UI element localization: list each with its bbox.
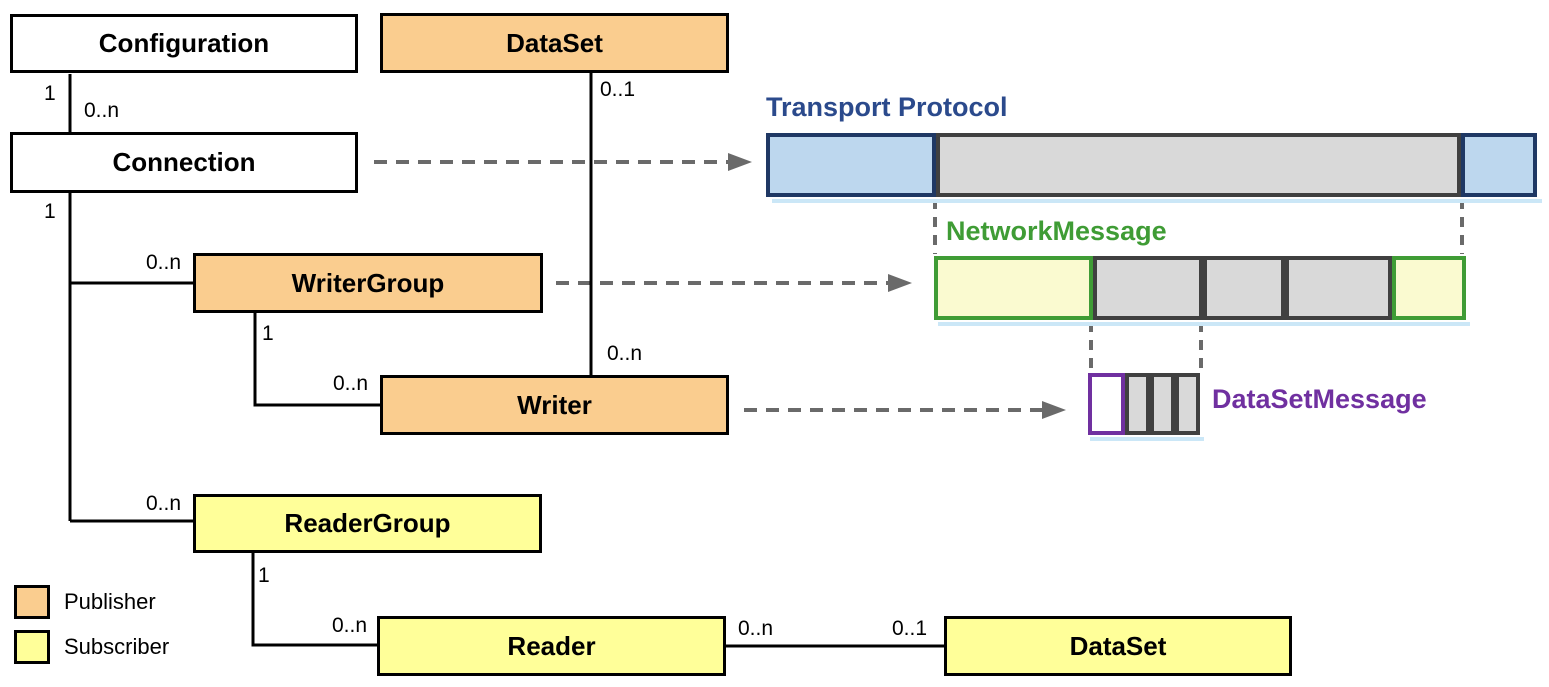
node-label: Reader (507, 630, 596, 661)
multiplicity-label: 0..1 (600, 78, 636, 101)
bar-shadow (1090, 437, 1204, 441)
multiplicity-label: 0..n (84, 99, 120, 122)
node-writer: Writer (380, 375, 729, 435)
bar-segment-network-message (934, 256, 1093, 320)
bar-segment-network-message (1203, 256, 1285, 320)
bar-segment-transport-protocol (766, 133, 936, 197)
node-readergroup: ReaderGroup (193, 494, 542, 553)
bar-shadow (938, 322, 1470, 326)
node-label: WriterGroup (291, 267, 445, 298)
bar-label-dataset-message: DataSetMessage (1212, 384, 1427, 414)
node-label: Connection (112, 147, 256, 177)
bar-segment-dataset-message (1125, 373, 1150, 435)
legend-swatch-publisher (14, 585, 50, 619)
multiplicity-label: 1 (262, 322, 274, 345)
node-label: DataSet (506, 27, 603, 58)
multiplicity-label: 1 (44, 82, 56, 105)
node-label: Writer (517, 389, 592, 420)
legend-item-subscriber: Subscriber (14, 630, 169, 664)
bar-segment-dataset-message (1088, 373, 1125, 435)
connector-line (253, 313, 380, 407)
node-reader: Reader (377, 616, 726, 676)
node-connection: Connection (10, 132, 358, 193)
multiplicity-label: 0..n (607, 342, 643, 365)
arrowhead-icon (888, 274, 912, 292)
multiplicity-label: 0..n (332, 614, 368, 637)
node-label: Configuration (98, 28, 270, 58)
bar-segment-network-message (1285, 256, 1392, 320)
multiplicity-label: 0..1 (892, 617, 928, 640)
multiplicity-label: 1 (258, 564, 270, 587)
bar-segment-network-message (1093, 256, 1203, 320)
bar-label-network-message: NetworkMessage (946, 216, 1167, 246)
bar-segment-network-message (1392, 256, 1466, 320)
node-label: ReaderGroup (284, 508, 451, 538)
legend-item-publisher: Publisher (14, 585, 156, 619)
bar-shadow (772, 199, 1542, 203)
legend-label-publisher: Publisher (64, 589, 156, 614)
multiplicity-label: 0..n (146, 492, 182, 515)
bar-label-transport-protocol: Transport Protocol (766, 92, 1008, 122)
node-configuration: Configuration (10, 14, 358, 73)
bar-segment-dataset-message (1150, 373, 1175, 435)
node-writergroup: WriterGroup (193, 253, 543, 313)
bar-segment-transport-protocol (1461, 133, 1537, 197)
connector-line (251, 553, 377, 647)
multiplicity-label: 0..n (333, 372, 369, 395)
multiplicity-label: 0..n (146, 251, 182, 274)
legend-label-subscriber: Subscriber (64, 634, 170, 659)
node-label: DataSet (1069, 630, 1167, 661)
multiplicity-label: 0..n (738, 617, 774, 640)
bar-segment-dataset-message (1175, 373, 1200, 435)
arrowhead-icon (1042, 401, 1066, 419)
node-dataset-bottom: DataSet (944, 616, 1292, 676)
arrowhead-icon (728, 153, 752, 171)
multiplicity-label: 1 (44, 200, 56, 223)
bar-segment-transport-protocol (936, 133, 1461, 197)
legend-swatch-subscriber (14, 630, 50, 664)
node-dataset-top: DataSet (380, 13, 729, 73)
